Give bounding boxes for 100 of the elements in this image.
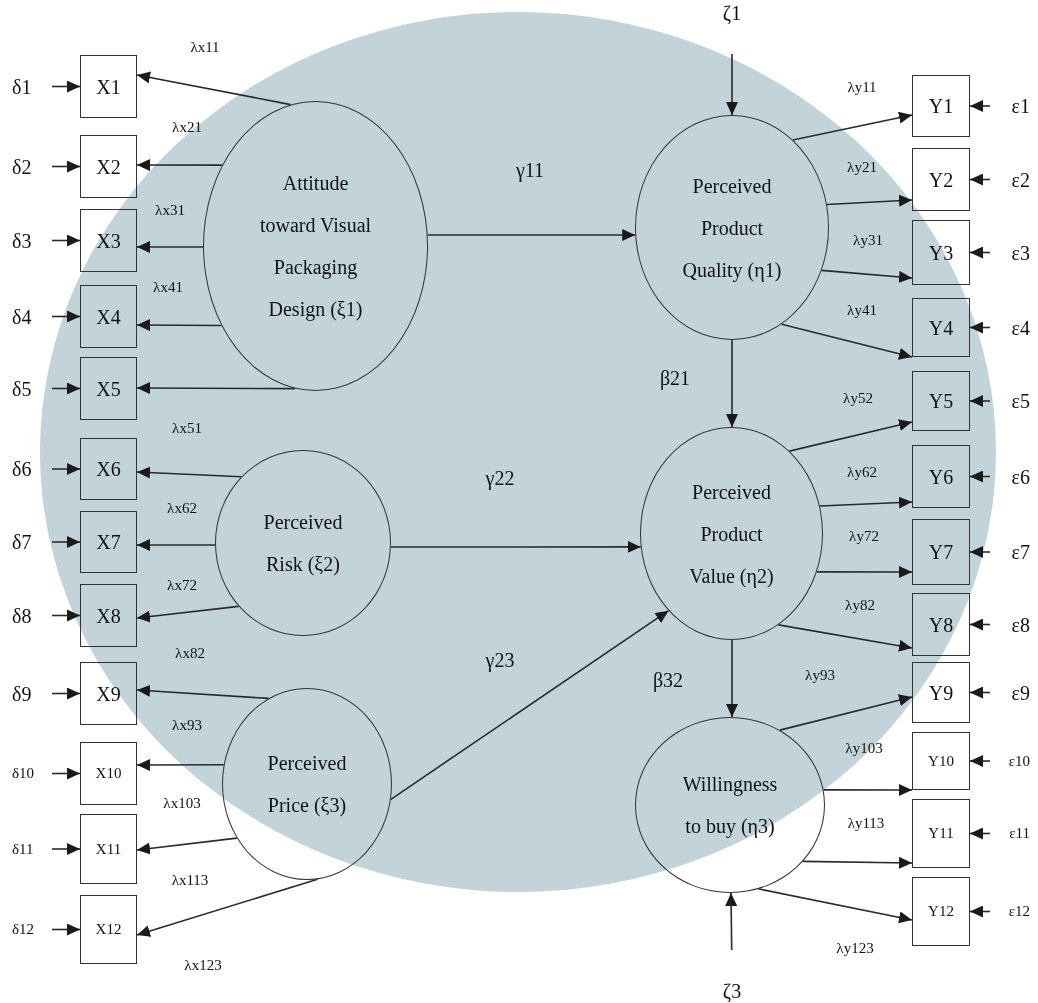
indicator-box <box>80 742 137 805</box>
indicator-label: Y12 <box>928 903 954 920</box>
indicator-box <box>912 519 970 585</box>
path-coefficient-label: λx93 <box>172 716 202 734</box>
error-term-label: ε9 <box>1011 681 1030 704</box>
error-term-label: ε3 <box>1011 241 1030 264</box>
latent-variable-label: Perceived Product Quality (η1) <box>681 173 783 284</box>
indicator-box <box>912 445 970 508</box>
indicator-box <box>80 357 137 420</box>
path-coefficient-label: λx103 <box>163 794 201 812</box>
error-term-label: ζ1 <box>722 2 742 24</box>
indicator-box <box>912 371 970 431</box>
error-term-label: ε5 <box>1011 390 1030 412</box>
error-term-label: δ4 <box>12 305 32 328</box>
path-coefficient-label: λy41 <box>847 301 877 319</box>
path-coefficient-label: λx41 <box>153 278 183 296</box>
indicator-label: X7 <box>96 531 121 553</box>
latent-variable-ellipse <box>635 115 829 340</box>
indicator-label: X9 <box>96 682 121 705</box>
latent-variable-label: Attitude toward Visual Packaging Design (ξ1) <box>258 171 373 323</box>
path-coefficient-label: λy123 <box>836 939 874 957</box>
indicator-box <box>912 220 970 285</box>
indicator-label: Y10 <box>928 752 954 770</box>
error-term-label: ε4 <box>1011 316 1030 339</box>
error-term-label: ε2 <box>1011 168 1030 191</box>
path-coefficient-label: λy21 <box>847 158 877 176</box>
path-coefficient-label: β32 <box>652 668 684 692</box>
indicator-box <box>912 877 970 946</box>
error-term-label: δ11 <box>12 840 34 858</box>
indicator-label: X12 <box>95 921 122 938</box>
path-coefficient-label: λy31 <box>853 231 883 249</box>
error-term-label: δ2 <box>12 155 32 178</box>
indicator-box <box>80 209 137 272</box>
path-coefficient-label: λy103 <box>845 739 883 757</box>
error-term-label: ε10 <box>1008 752 1030 770</box>
error-term-label: δ12 <box>12 921 35 938</box>
error-term-label: δ10 <box>12 765 35 782</box>
path-coefficient-label: λy62 <box>847 463 877 481</box>
path-coefficient-label: λx113 <box>171 871 209 889</box>
indicator-box <box>912 75 970 137</box>
indicator-box <box>80 895 137 964</box>
error-term-label: ε12 <box>1008 903 1030 920</box>
error-term-label: ζ3 <box>722 980 742 1002</box>
indicator-label: Y9 <box>928 681 954 704</box>
indicator-box <box>80 814 137 884</box>
path-coefficient-label: β21 <box>659 366 691 390</box>
indicator-box <box>80 135 137 198</box>
indicator-box <box>912 732 970 790</box>
indicator-label: X8 <box>96 604 121 627</box>
latent-variable-label: Perceived Price (ξ3) <box>266 751 348 819</box>
latent-variable-label: Perceived Product Value (η2) <box>688 479 775 590</box>
path-coefficient-label: λy93 <box>805 666 835 684</box>
indicator-label: X11 <box>95 840 122 858</box>
error-term-label: δ6 <box>12 458 32 480</box>
indicator-box <box>912 662 970 723</box>
indicator-label: Y1 <box>928 95 954 117</box>
indicator-label: X2 <box>96 155 121 178</box>
path-coefficient-label: λx62 <box>167 499 197 517</box>
path-coefficient-label: λx21 <box>172 118 202 136</box>
indicator-box <box>912 148 970 211</box>
indicator-box <box>912 593 970 656</box>
indicator-label: Y8 <box>928 613 954 636</box>
path-coefficient-label: λx11 <box>190 38 220 56</box>
indicator-label: Y2 <box>928 168 954 191</box>
indicator-label: Y11 <box>928 825 954 842</box>
path-coefficient-label: λy82 <box>845 596 875 614</box>
error-term-label: ε1 <box>1011 95 1030 117</box>
error-term-label: δ1 <box>12 75 32 98</box>
path-coefficient-label: λy11 <box>847 78 877 96</box>
indicator-box <box>80 55 137 118</box>
indicator-box <box>912 298 970 357</box>
indicator-box <box>912 799 970 868</box>
error-term-label: δ3 <box>12 229 32 252</box>
indicator-label: X4 <box>96 305 121 328</box>
latent-variable-ellipse <box>640 427 823 640</box>
path-coefficient-label: γ23 <box>485 648 515 672</box>
indicator-label: Y6 <box>928 465 954 488</box>
path-coefficient-label: λx51 <box>172 419 202 437</box>
indicator-box <box>80 511 137 573</box>
indicator-label: Y4 <box>928 316 954 339</box>
error-term-label: ε6 <box>1011 465 1030 488</box>
indicator-label: X1 <box>96 75 121 98</box>
error-term-label: δ5 <box>12 377 32 400</box>
path-coefficient-label: λx123 <box>184 956 222 974</box>
indicator-box <box>80 584 137 647</box>
path-coefficient-label: λx82 <box>175 644 205 662</box>
path-coefficient-label: λy52 <box>843 389 873 407</box>
indicator-box <box>80 662 137 725</box>
indicator-label: Y5 <box>928 390 954 412</box>
indicator-label: Y3 <box>928 241 954 264</box>
latent-variable-label: Perceived Risk (ξ2) <box>262 510 344 578</box>
indicator-box <box>80 438 137 500</box>
error-term-label: ε7 <box>1011 541 1030 563</box>
error-term-label: δ9 <box>12 682 32 705</box>
latent-variable-label: Willingness to buy (η3) <box>681 772 779 840</box>
error-term-label: ε11 <box>1009 825 1030 842</box>
indicator-label: Y7 <box>928 541 954 563</box>
indicator-box <box>80 285 137 348</box>
error-term-label: δ8 <box>12 604 32 627</box>
indicator-label: X6 <box>96 458 121 480</box>
